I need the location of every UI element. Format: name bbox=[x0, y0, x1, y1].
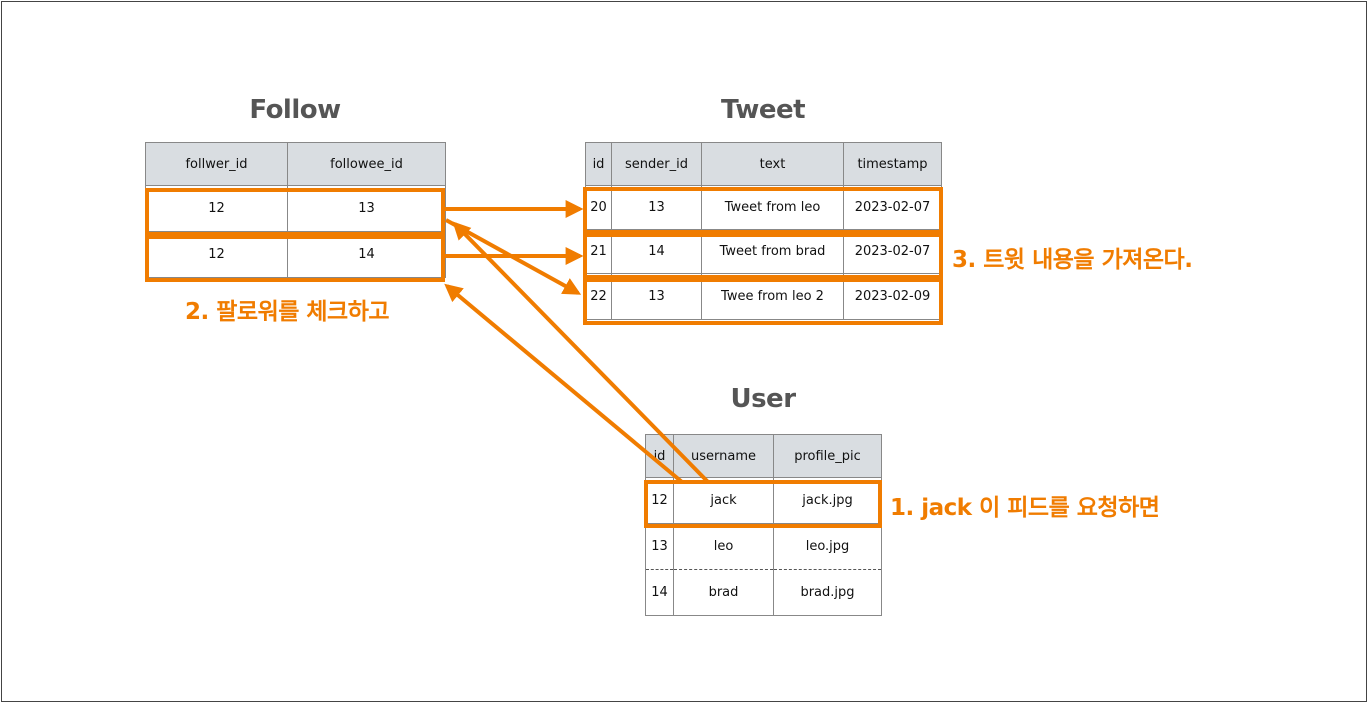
tweet-row-highlight bbox=[583, 233, 943, 279]
step-3-note: 3. 트윗 내용을 가져온다. bbox=[952, 247, 1193, 273]
user-row: 14 brad brad.jpg bbox=[645, 569, 882, 616]
step-1-note: 1. jack 이 피드를 요청하면 bbox=[890, 495, 1160, 521]
arrow-user-to-follow-row2 bbox=[444, 283, 684, 484]
user-cell: 14 bbox=[645, 569, 674, 616]
user-header-cell: username bbox=[673, 434, 774, 478]
follow-header-cell: follwer_id bbox=[145, 142, 288, 186]
tweet-header-row: id sender_id text timestamp bbox=[585, 142, 942, 186]
user-cell: brad.jpg bbox=[773, 569, 882, 616]
follow-table: follwer_id followee_id 12 13 12 14 bbox=[145, 142, 446, 278]
follow-header-row: follwer_id followee_id bbox=[145, 142, 446, 186]
follow-cell: 13 bbox=[287, 185, 446, 232]
follow-cell: 12 bbox=[145, 185, 288, 232]
follow-row-highlight bbox=[145, 235, 445, 282]
user-cell: jack bbox=[673, 477, 774, 524]
user-cell: brad bbox=[673, 569, 774, 616]
follow-row: 12 13 bbox=[145, 185, 446, 232]
step-2-note: 2. 팔로워를 체크하고 bbox=[185, 299, 390, 325]
user-cell: jack.jpg bbox=[773, 477, 882, 524]
tweet-cell: Tweet from leo bbox=[701, 185, 844, 230]
tweet-table-title: Tweet bbox=[720, 95, 806, 125]
user-header-cell: profile_pic bbox=[773, 434, 882, 478]
tweet-cell: 13 bbox=[611, 185, 702, 230]
tweet-header-cell: text bbox=[701, 142, 844, 186]
arrow-follow-row1-to-tweet-22 bbox=[445, 218, 582, 295]
follow-header-cell: followee_id bbox=[287, 142, 446, 186]
tweet-header-cell: id bbox=[585, 142, 612, 186]
arrow-user-to-follow-row1 bbox=[452, 221, 710, 484]
follow-row-highlight bbox=[145, 188, 445, 236]
user-row: 12 jack jack.jpg bbox=[645, 477, 882, 524]
tweet-header-cell: timestamp bbox=[843, 142, 942, 186]
user-row: 13 leo leo.jpg bbox=[645, 523, 882, 570]
tweet-row: 20 13 Tweet from leo 2023-02-07 bbox=[585, 185, 942, 230]
tweet-row-highlight bbox=[583, 187, 943, 234]
tweet-header-cell: sender_id bbox=[611, 142, 702, 186]
user-cell: 12 bbox=[645, 477, 674, 524]
follow-row: 12 14 bbox=[145, 231, 446, 278]
user-cell: leo bbox=[673, 523, 774, 570]
tweet-row-highlight bbox=[583, 278, 943, 325]
tweet-cell: 2023-02-07 bbox=[843, 185, 942, 230]
user-row-highlight bbox=[644, 480, 882, 528]
user-header-row: id username profile_pic bbox=[645, 434, 882, 478]
follow-cell: 12 bbox=[145, 231, 288, 278]
follow-table-title: Follow bbox=[249, 95, 341, 125]
user-table-title: User bbox=[730, 384, 796, 414]
user-cell: leo.jpg bbox=[773, 523, 882, 570]
follow-cell: 14 bbox=[287, 231, 446, 278]
